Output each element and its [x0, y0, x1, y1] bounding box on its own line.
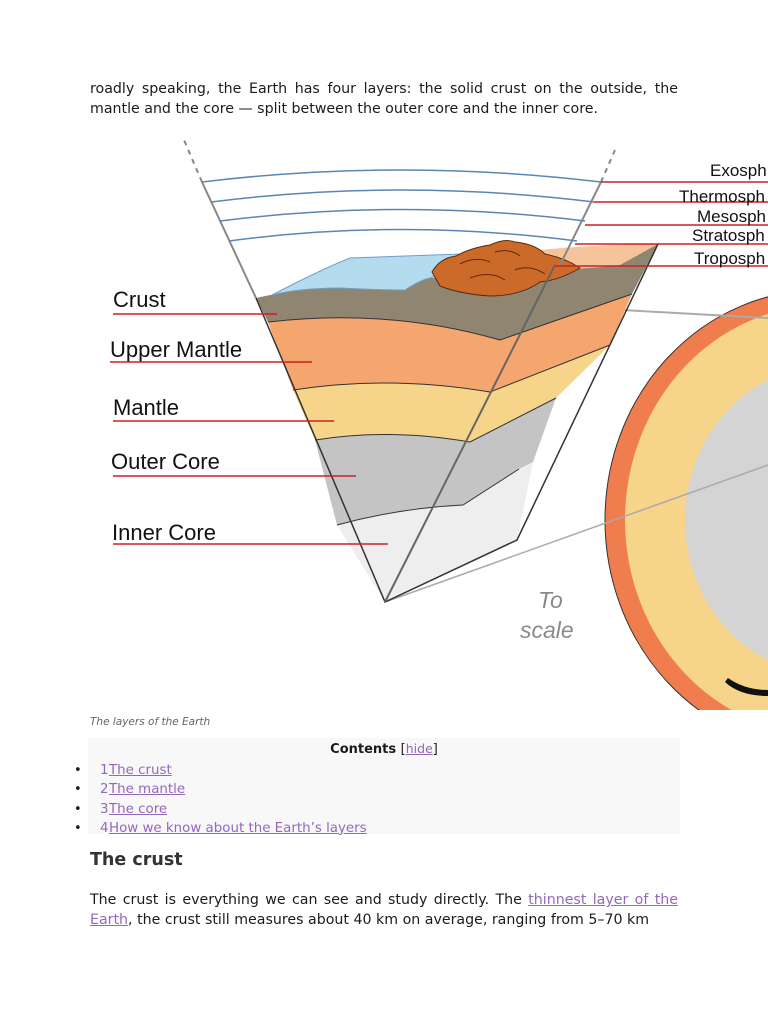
toc-item-number[interactable]: 4 — [100, 820, 109, 836]
toc-item-number[interactable]: 3 — [100, 801, 109, 817]
scale-label-line2: scale — [520, 617, 574, 643]
globe-base-shadow — [725, 678, 768, 696]
wedge-crust — [256, 244, 658, 340]
toc-item-link[interactable]: The crust — [109, 763, 172, 778]
wedge-outline — [255, 243, 659, 604]
toc-bullet: • — [74, 782, 82, 798]
atmosphere-label-exosphere: Exosph — [710, 161, 767, 180]
toc-bracket-close: ] — [432, 742, 438, 757]
wedge-mantle — [293, 345, 610, 442]
toc-title: Contents — [330, 742, 397, 757]
earth-wedge — [255, 240, 659, 604]
wedge-land — [431, 240, 581, 297]
cone-right-side — [559, 181, 602, 266]
atmosphere-label-troposphere: Troposph — [694, 249, 765, 268]
section-heading-crust: The crust — [90, 850, 183, 870]
table-of-contents: Contents [hide] • 1 The crust • 2 The ma… — [74, 738, 680, 836]
layer-labels: Crust Upper Mantle Mantle Outer Core Inn… — [110, 287, 388, 545]
land-ridges — [459, 250, 546, 281]
scale-label-line1: To — [538, 587, 563, 613]
layer-label-upper-mantle: Upper Mantle — [110, 337, 242, 362]
layer-label-mantle: Mantle — [113, 395, 179, 420]
toc-item[interactable]: • 2 The mantle — [74, 780, 680, 799]
atmosphere-arc-2 — [210, 189, 595, 203]
toc-hide-link[interactable]: hide — [405, 741, 433, 756]
paragraph-text-start: The crust is everything we can see and s… — [90, 892, 529, 908]
wedge-ocean — [271, 253, 461, 296]
dashed-line-right — [600, 149, 616, 183]
toc-item[interactable]: • 4 How we know about the Earth’s layers — [74, 819, 680, 838]
toc-header: Contents [hide] — [88, 741, 680, 761]
zoom-line-bottom — [384, 464, 768, 603]
toc-list: • 1 The crust • 2 The mantle • 3 The cor… — [74, 761, 680, 838]
wedge-center-edge — [384, 264, 556, 603]
atmosphere-label-mesosphere: Mesosph — [697, 207, 766, 226]
figure-caption: The layers of the Earth — [90, 716, 211, 728]
layer-boundaries — [267, 293, 633, 526]
toc-item[interactable]: • 3 The core — [74, 800, 680, 819]
atmosphere — [201, 169, 602, 299]
toc-item-link[interactable]: How we know about the Earth’s layers — [109, 820, 367, 836]
earth-layers-figure: Exosph Thermosph Mesosph Stratosph Tropo… — [110, 139, 768, 710]
dashed-line-left — [183, 139, 203, 183]
toc-item-number[interactable]: 2 — [100, 782, 109, 798]
toc-bracket-open: [ — [400, 742, 406, 757]
toc-item[interactable]: • 1 The crust — [74, 761, 680, 780]
crust-paragraph: The crust is everything we can see and s… — [90, 890, 678, 930]
atmosphere-label-stratosphere: Stratosph — [692, 226, 765, 245]
atmosphere-labels: Exosph Thermosph Mesosph Stratosph Tropo… — [555, 161, 768, 268]
wedge-inner-core — [337, 462, 533, 602]
toc-bullet: • — [74, 820, 82, 836]
toc-bullet: • — [74, 763, 82, 778]
layer-label-crust: Crust — [113, 287, 166, 312]
atmosphere-arc-4 — [228, 228, 578, 242]
layer-label-outer-core: Outer Core — [111, 449, 220, 474]
layer-label-inner-core: Inner Core — [112, 520, 216, 545]
toc-bullet: • — [74, 801, 82, 817]
intro-paragraph: roadly speaking, the Earth has four laye… — [90, 81, 678, 117]
toc-item-link[interactable]: The mantle — [109, 782, 186, 798]
atmosphere-label-thermosphere: Thermosph — [679, 187, 765, 206]
toc-item-number[interactable]: 1 — [100, 763, 109, 778]
atmosphere-arc-3 — [219, 208, 586, 222]
atmosphere-arc-1 — [201, 169, 602, 183]
paragraph-text-end: , the crust still measures about 40 km o… — [128, 912, 650, 928]
toc-item-link[interactable]: The core — [109, 801, 168, 817]
wedge-outer-core — [315, 398, 556, 525]
scale-globe — [604, 296, 768, 710]
thinnest-layer-link[interactable]: thinnest layer of the Earth — [90, 892, 678, 928]
globe-outer-core — [685, 379, 768, 661]
